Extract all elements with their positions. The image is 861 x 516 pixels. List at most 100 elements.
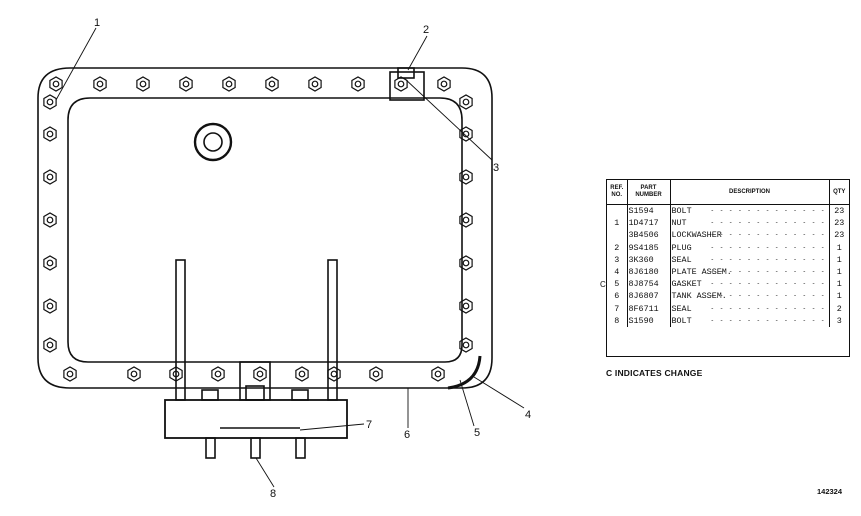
- header-part-number: PART NUMBER: [627, 180, 671, 205]
- table-row: 3B4506LOCKWASHER23: [607, 229, 849, 242]
- bolt-hex-icon: [222, 76, 236, 92]
- bolt-hole-icon: [96, 80, 104, 88]
- cell-description: PLUG: [670, 241, 830, 254]
- bolt-hex-icon: [211, 366, 225, 382]
- header-ref-no: REF. NO.: [607, 180, 628, 205]
- cell-ref: 8: [607, 314, 628, 328]
- bolt-hex-icon: [43, 126, 57, 142]
- bolt-hex-icon: [63, 366, 77, 382]
- cell-qty: 3: [836, 315, 842, 326]
- bolt-hole-icon: [462, 216, 470, 224]
- bolt-hex-icon: [459, 255, 473, 271]
- cell-part: S1594: [627, 204, 671, 218]
- bolt-hex-icon: [43, 169, 57, 185]
- bolt-hole-icon: [182, 80, 190, 88]
- table-row: 8S1590BOLT3: [607, 314, 849, 328]
- cell-ref: [607, 229, 628, 242]
- cell-ref: 3: [607, 253, 628, 267]
- bolt-hole-icon: [46, 130, 54, 138]
- center-block: [239, 361, 271, 401]
- cell-ref: 7: [607, 302, 628, 315]
- header-qty: QTY: [829, 180, 849, 205]
- bolt-hole-icon: [130, 370, 138, 378]
- bolt-hole-icon: [462, 130, 470, 138]
- bolt-hex-icon: [351, 76, 365, 92]
- bolt-hole-icon: [462, 259, 470, 267]
- bolt-hex-icon: [308, 76, 322, 92]
- bolt-hole-icon: [298, 370, 306, 378]
- bolt-hole-icon: [268, 80, 276, 88]
- change-marker: C: [600, 280, 606, 289]
- bolt-center: [250, 437, 261, 459]
- bolt-hex-icon: [43, 212, 57, 228]
- callout-1: 1: [94, 17, 100, 29]
- bolt-hex-icon: [459, 169, 473, 185]
- cell-description: GASKET: [670, 278, 830, 291]
- figure-number: 142324: [817, 487, 843, 496]
- bolt-hex-icon: [431, 366, 445, 382]
- cell-description: LOCKWASHER: [670, 229, 830, 242]
- bolt-right: [295, 437, 306, 459]
- bolt-hole-icon: [46, 173, 54, 181]
- plug-boss: [389, 71, 425, 101]
- bolt-hex-icon: [253, 366, 267, 382]
- bolt-hole-icon: [462, 302, 470, 310]
- bolt-hex-icon: [43, 298, 57, 314]
- tank-inner-outline: [67, 97, 463, 363]
- bolt-hole-icon: [372, 370, 380, 378]
- bolt-hex-icon: [43, 255, 57, 271]
- table-row: S1594BOLT23: [607, 204, 849, 218]
- bolt-hole-icon: [46, 341, 54, 349]
- bolt-hex-icon: [93, 76, 107, 92]
- tank-flange-outline: [37, 67, 493, 389]
- callout-8: 8: [270, 488, 276, 500]
- cell-description: PLATE ASSEM.: [670, 266, 830, 279]
- bolt-hole-icon: [214, 370, 222, 378]
- bolt-hex-icon: [459, 298, 473, 314]
- table-row: 29S4185PLUG1: [607, 241, 849, 254]
- bolt-hole-icon: [354, 80, 362, 88]
- table-row: 78F6711SEAL2: [607, 302, 849, 315]
- bolt-hole-icon: [462, 341, 470, 349]
- bolt-hole-icon: [434, 370, 442, 378]
- cell-ref: 6: [607, 290, 628, 303]
- cell-part: 8J6807: [627, 290, 671, 303]
- table-row: 11D4717NUT23: [607, 217, 849, 230]
- bolt-hex-icon: [179, 76, 193, 92]
- change-note: C INDICATES CHANGE: [606, 368, 703, 378]
- cell-ref: 1: [607, 217, 628, 230]
- cell-ref: 2: [607, 241, 628, 254]
- callout-4: 4: [525, 409, 531, 421]
- cell-part: 8J6180: [627, 266, 671, 279]
- cell-part: 3K360: [627, 253, 671, 267]
- parts-list-table: REF. NO. PART NUMBER DESCRIPTION QTY S15…: [606, 179, 850, 357]
- cell-qty: 1: [836, 291, 842, 302]
- bolt-hole-icon: [172, 370, 180, 378]
- cell-description: SEAL: [670, 253, 830, 267]
- bolt-hex-icon: [43, 94, 57, 110]
- bolt-hex-icon: [459, 94, 473, 110]
- bolt-hex-icon: [169, 366, 183, 382]
- bolt-hex-icon: [369, 366, 383, 382]
- cell-qty: 2: [836, 303, 842, 314]
- cell-description: NUT: [670, 217, 830, 230]
- cell-qty: 1: [836, 267, 842, 278]
- cell-description: TANK ASSEM.: [670, 290, 830, 303]
- callout-6: 6: [404, 429, 410, 441]
- callout-2: 2: [423, 24, 429, 36]
- bolt-hole-icon: [225, 80, 233, 88]
- bolt-hex-icon: [295, 366, 309, 382]
- cell-part: 9S4185: [627, 241, 671, 254]
- plug: [397, 67, 415, 79]
- cell-ref: 4: [607, 266, 628, 279]
- cell-qty: 1: [836, 254, 842, 265]
- bolt-hex-icon: [459, 212, 473, 228]
- cell-part: 8J8754: [627, 278, 671, 291]
- cell-description: BOLT: [670, 314, 830, 328]
- bolt-hole-icon: [46, 259, 54, 267]
- bolt-hole-icon: [440, 80, 448, 88]
- cell-ref: 5: [607, 278, 628, 291]
